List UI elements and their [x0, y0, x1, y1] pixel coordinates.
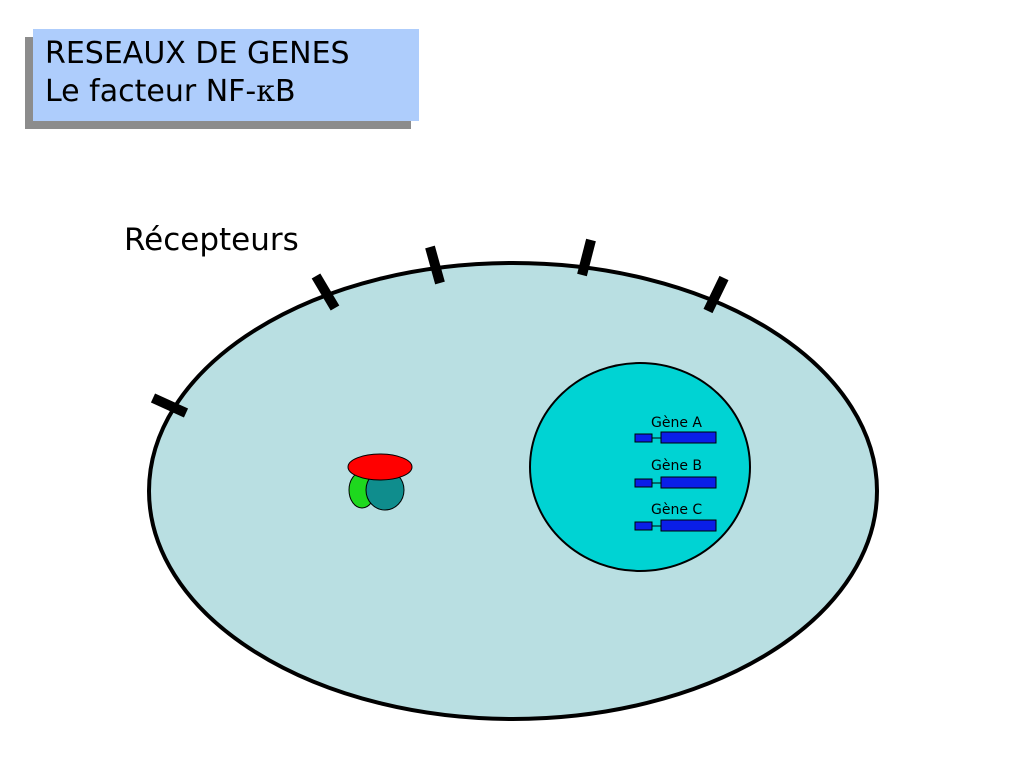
gene-b-coding: [660, 476, 717, 489]
receptor-2: [311, 273, 340, 311]
ikb-red-subunit: [347, 453, 413, 481]
gene-a: Gène A: [634, 415, 717, 444]
receptor-5: [703, 275, 729, 314]
kappa-symbol: κ: [256, 74, 275, 109]
receptors: [150, 238, 729, 418]
gene-a-label: Gène A: [651, 415, 702, 431]
receptor-4: [577, 238, 596, 277]
gene-b-label: Gène B: [651, 458, 702, 474]
gene-c-promoter: [634, 521, 653, 531]
receptors-label: Récepteurs: [124, 222, 299, 258]
title-box: RESEAUX DE GENES Le facteur NF-κB: [33, 29, 419, 121]
title-line-2-prefix: Le facteur NF-: [45, 74, 257, 109]
receptor-3: [425, 245, 445, 285]
gene-a-coding: [660, 431, 717, 444]
gene-c-coding: [660, 519, 717, 532]
cell-membrane: [147, 261, 879, 721]
title-line-2: Le facteur NF-κB: [45, 73, 419, 111]
title-line-2-suffix: B: [275, 74, 296, 109]
nucleus: [529, 362, 751, 572]
nfkb-complex: [347, 453, 413, 511]
gene-c-label: Gène C: [651, 502, 702, 518]
gene-c: Gène C: [634, 502, 717, 532]
receptor-1: [150, 393, 189, 418]
gene-b-promoter: [634, 478, 653, 488]
title-line-1: RESEAUX DE GENES: [45, 36, 350, 71]
gene-b: Gène B: [634, 458, 717, 489]
gene-a-promoter: [634, 433, 653, 443]
